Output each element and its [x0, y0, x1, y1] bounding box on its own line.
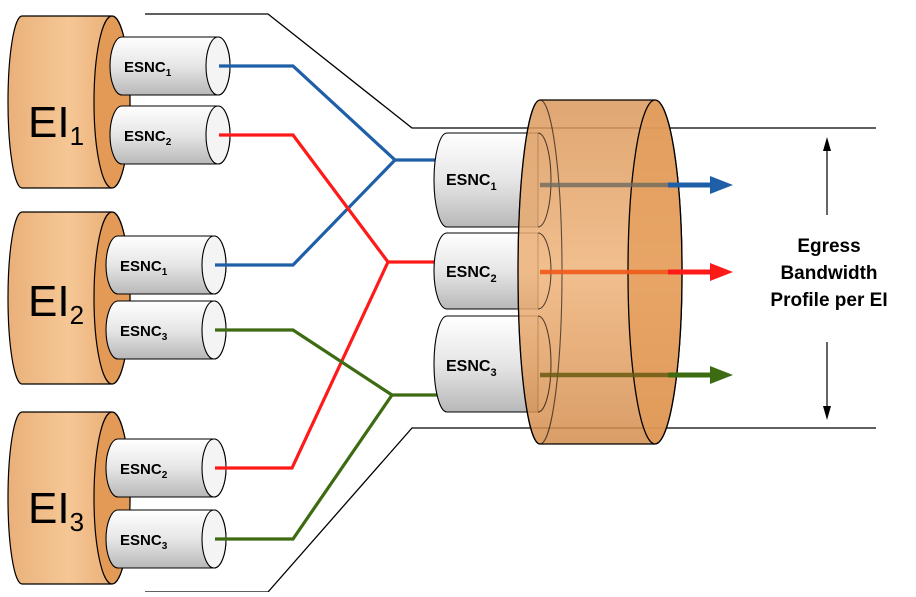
green-line-ei-3: [215, 394, 394, 541]
blue-line-ei-1: [219, 64, 440, 162]
annotation-line-1: Egress: [797, 236, 860, 257]
ei-3-esnc-3-label: ESNC3: [120, 532, 168, 552]
dimension-arrow-up: [823, 137, 831, 151]
egress-esnc-1-cylinder: [433, 132, 539, 228]
connection-lines: [215, 64, 440, 541]
green-line-ei-2: [215, 328, 440, 397]
annotation-line-2: Bandwidth: [780, 263, 877, 284]
egress-esnc-1-label: ESNC1: [446, 172, 497, 193]
arrow-head-esnc-1: [710, 176, 733, 194]
ei-3-esnc-2-label: ESNC2: [120, 461, 168, 481]
bandwidth-dimension: [823, 137, 831, 420]
ei-1-block: EI1: [7, 15, 131, 189]
arrow-head-esnc-2: [710, 263, 733, 281]
ei-3-esnc-2-cylinder: ESNC2: [105, 438, 227, 498]
arrow-head-esnc-3: [710, 366, 733, 384]
ei-2-esnc-3-cylinder: ESNC3: [105, 300, 227, 360]
annotation-line-3: Profile per EI: [770, 290, 887, 311]
egress-esnc-2-cylinder: [433, 232, 539, 310]
dimension-arrow-down: [823, 406, 831, 420]
egress-arrows: [540, 176, 733, 384]
ei-1-esnc-1-label: ESNC1: [124, 59, 172, 79]
ei-2-esnc-1-cylinder: ESNC1: [105, 235, 227, 295]
ei-3-esnc-3-cylinder: ESNC3: [105, 509, 227, 569]
ei-1-esnc-1-cylinder: ESNC1: [109, 36, 231, 96]
blue-line-ei-2: [215, 158, 397, 267]
ei-1-esnc-2-cylinder: ESNC2: [109, 105, 231, 165]
ei-3-label: EI3: [28, 484, 84, 537]
egress-esnc-3-label: ESNC3: [446, 358, 497, 379]
red-line-ei-3: [215, 261, 390, 470]
egress-esnc-2-label: ESNC2: [446, 264, 497, 285]
ei-1-esnc-2-label: ESNC2: [124, 128, 172, 148]
ei-2-esnc-1-label: ESNC1: [120, 258, 168, 278]
ei-2-block: EI2: [7, 211, 131, 385]
egress-esnc-3-cylinder: [433, 315, 539, 413]
red-line-ei-1: [219, 133, 440, 264]
ei-2-esnc-3-label: ESNC3: [120, 323, 168, 343]
ei-2-label: EI2: [28, 277, 84, 330]
ei-1-label: EI1: [28, 98, 84, 151]
